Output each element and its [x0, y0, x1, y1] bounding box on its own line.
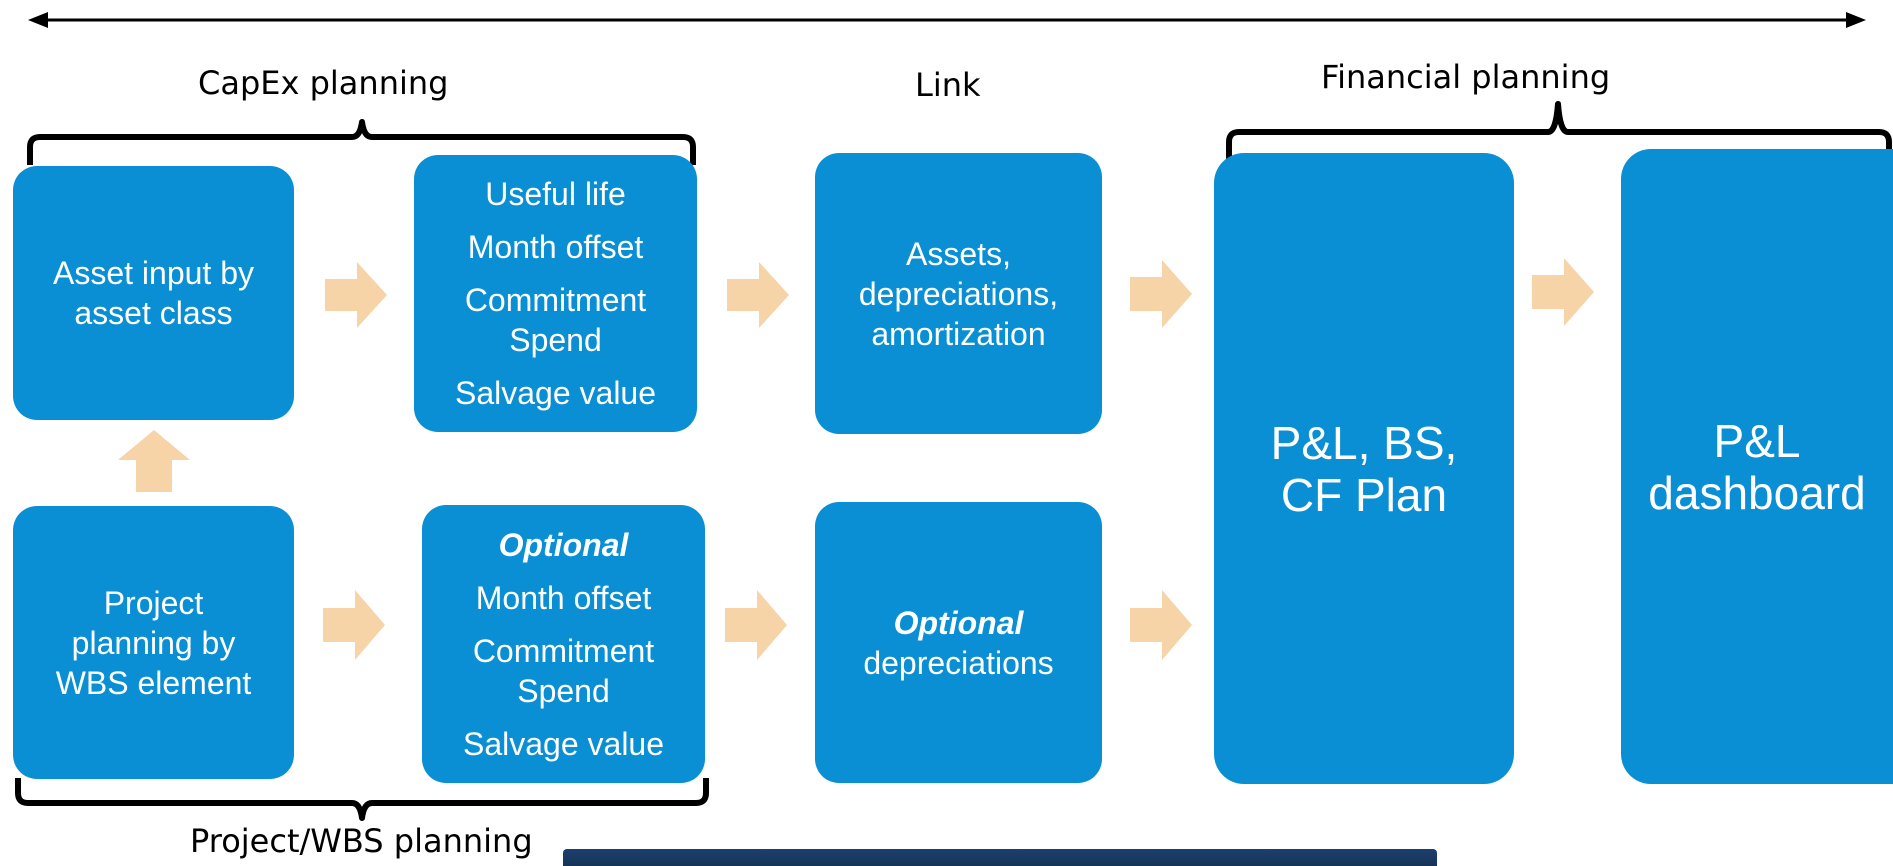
bottom-image-strip [563, 849, 1437, 866]
flow-arrow-right-icon [725, 590, 787, 660]
pl-plan-line-2: CF Plan [1280, 468, 1448, 521]
capex-parameters-box: Useful life Month offset Commitment Spen… [414, 155, 697, 432]
optional-label: Optional [893, 604, 1024, 641]
flow-arrow-right-icon [1532, 258, 1594, 326]
flow-arrow-right-icon [325, 262, 387, 328]
section-label-capex: CapEx planning [198, 64, 449, 102]
flow-arrow-right-icon [323, 590, 385, 660]
asset-input-line-1: Asset input by [53, 255, 254, 291]
pl-bs-cf-plan-box: P&L, BS, CF Plan [1214, 153, 1514, 784]
section-label-project: Project/WBS planning [190, 822, 533, 860]
spend-text: Spend [509, 322, 602, 358]
project-planning-line-3: WBS element [55, 664, 252, 701]
optional-depreciations-box: Optional depreciations [815, 502, 1102, 783]
spend-text: Spend [517, 672, 610, 709]
assets-line-3: amortization [871, 315, 1046, 352]
assets-depreciations-box: Assets, depreciations, amortization [815, 153, 1102, 434]
project-planning-line-1: Project [103, 584, 204, 621]
month-offset-text: Month offset [467, 229, 644, 265]
project-planning-box: Project planning by WBS element [13, 506, 294, 779]
flow-arrow-right-icon [1130, 260, 1192, 328]
section-label-financial: Financial planning [1321, 58, 1611, 96]
salvage-value-text: Salvage value [454, 375, 657, 411]
assets-line-2: depreciations, [858, 275, 1059, 312]
pl-plan-line-1: P&L, BS, [1270, 416, 1458, 469]
useful-life-text: Useful life [485, 176, 626, 212]
project-parameters-box: Optional Month offset Commitment Spend S… [422, 505, 705, 783]
timeline-double-arrow [28, 12, 1866, 28]
commitment-text: Commitment [464, 282, 647, 318]
asset-input-box: Asset input by asset class [13, 166, 294, 420]
pl-dashboard-line-1: P&L [1713, 414, 1801, 467]
flow-arrow-right-icon [1130, 590, 1192, 660]
month-offset-text: Month offset [475, 579, 652, 616]
flow-arrow-right-icon [727, 262, 789, 328]
section-label-link: Link [915, 66, 981, 104]
pl-dashboard-line-2: dashboard [1648, 466, 1866, 519]
optional-label: Optional [498, 526, 629, 563]
asset-input-line-2: asset class [74, 295, 233, 331]
salvage-value-text: Salvage value [462, 725, 665, 762]
pl-dashboard-box: P&L dashboard [1621, 149, 1893, 784]
assets-line-1: Assets, [906, 235, 1011, 272]
project-planning-line-2: planning by [71, 624, 236, 661]
commitment-text: Commitment [472, 632, 655, 669]
depreciations-text: depreciations [863, 644, 1054, 681]
flow-arrow-up-icon [118, 430, 190, 492]
